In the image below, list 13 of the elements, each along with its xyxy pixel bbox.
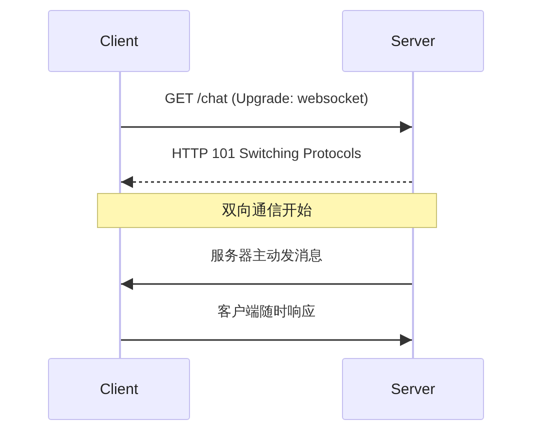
participant-box: Client xyxy=(48,358,190,420)
message-arrow xyxy=(121,176,412,188)
message-label: HTTP 101 Switching Protocols xyxy=(170,145,364,161)
message-label: 客户端随时响应 xyxy=(216,303,318,321)
message-arrow xyxy=(121,121,412,133)
message-arrow xyxy=(121,278,412,290)
participant-box: Server xyxy=(342,10,484,72)
participant-box: Server xyxy=(342,358,484,420)
message-label: 服务器主动发消息 xyxy=(208,247,324,265)
message-arrow xyxy=(121,334,412,346)
participant-box: Client xyxy=(48,10,190,72)
note-box: 双向通信开始 xyxy=(97,193,437,228)
message-label: GET /chat (Upgrade: websocket) xyxy=(162,90,370,106)
